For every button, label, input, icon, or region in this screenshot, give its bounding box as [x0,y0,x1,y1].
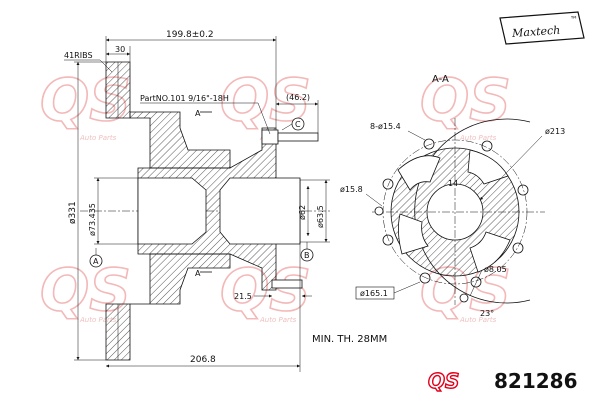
stud-hole-icon [374,206,384,216]
dim-width-top: 199.8±0.2 [166,30,214,40]
trademark-mark: ™ [570,15,578,24]
leader-line [393,281,421,294]
wheel-stud [271,279,303,289]
dimension-lines: 199.8±0.2 30 41RIBS ø331 ø73.435 ø62 ø63… [64,30,330,372]
hub-bore-left [137,177,207,245]
dim-63: ø63.5 [316,205,325,228]
cutout [469,231,511,273]
hub-bore-right [219,177,301,245]
dim-15-8: ø15.8 [340,185,363,194]
section-mark-label: A [195,269,201,278]
bolt-hole-icon [470,276,482,288]
dim-disc-thickness: 30 [115,45,125,54]
watermark-sub: Auto Parts [259,316,297,324]
dim-8-05: ø8.05 [484,265,507,274]
marker-b-label: B [304,251,310,260]
bolt-hole-icon [481,140,493,152]
watermark-sub: Auto Parts [459,134,497,142]
hat-bottom [130,253,231,305]
watermark: QS [420,66,511,134]
stud-hole-icon [459,293,469,303]
dim-62: ø62 [298,205,307,220]
bolt-hole-icon [512,242,524,254]
ribs-callout: 41RIBS [64,51,93,60]
maxtech-logo-text: Maxtech [511,24,561,40]
dim-outer-dia: ø331 [68,201,78,224]
min-thickness-note: MIN. TH. 28MM [312,334,387,345]
leader-line [257,102,271,135]
leader-line [407,130,426,141]
part-no-callout: PartNO.101 9/16"-18H [140,94,229,103]
bolt-hole-icon [517,184,529,196]
qs-logo-icon: QS [427,368,460,393]
section-view: A A [80,61,330,361]
stud-head [261,129,279,145]
dim-angle-23: 23° [480,309,494,318]
cutout [467,149,509,185]
watermark-sub: Auto Parts [79,134,117,142]
bolt-hole-icon [382,178,394,190]
dim-bolt-length: (46.2) [286,93,310,102]
bolt-hole-icon [382,234,394,246]
marker-c-label: C [295,120,301,129]
maxtech-badge-icon: Maxtech ™ [499,11,585,45]
watermark-sub: Auto Parts [79,316,117,324]
leader-line [281,123,293,131]
watermark-sub: Auto Parts [459,316,497,324]
leader-line [479,135,543,201]
wheel-stud [277,132,319,142]
bolt-holes-callout: 8-ø15.4 [370,122,401,131]
cutout [398,213,429,255]
leader-line [365,193,383,207]
dim-length-bottom: 206.8 [190,355,216,365]
face-view: A-A 8-ø15.4 [340,74,565,318]
dim-pcd-165: ø165.1 [360,289,388,298]
bolt-hole-icon [423,138,435,150]
marker-a-label: A [93,257,99,266]
section-mark-label: A [195,109,201,118]
circle-markers: A B C [89,117,314,268]
dim-73: ø73.435 [88,203,97,236]
leader-line [469,269,483,297]
cutout [397,155,441,191]
footer-logo-text: QS [428,369,459,393]
dim-hole-14: 14 [448,179,458,188]
dim-stud-length: 21.5 [234,292,252,301]
part-number: 821286 [494,369,578,393]
section-title: A-A [432,74,449,85]
hat-top [129,111,231,169]
bolt-hole-icon [419,272,431,284]
dim-pcd-213: ø213 [545,127,565,136]
